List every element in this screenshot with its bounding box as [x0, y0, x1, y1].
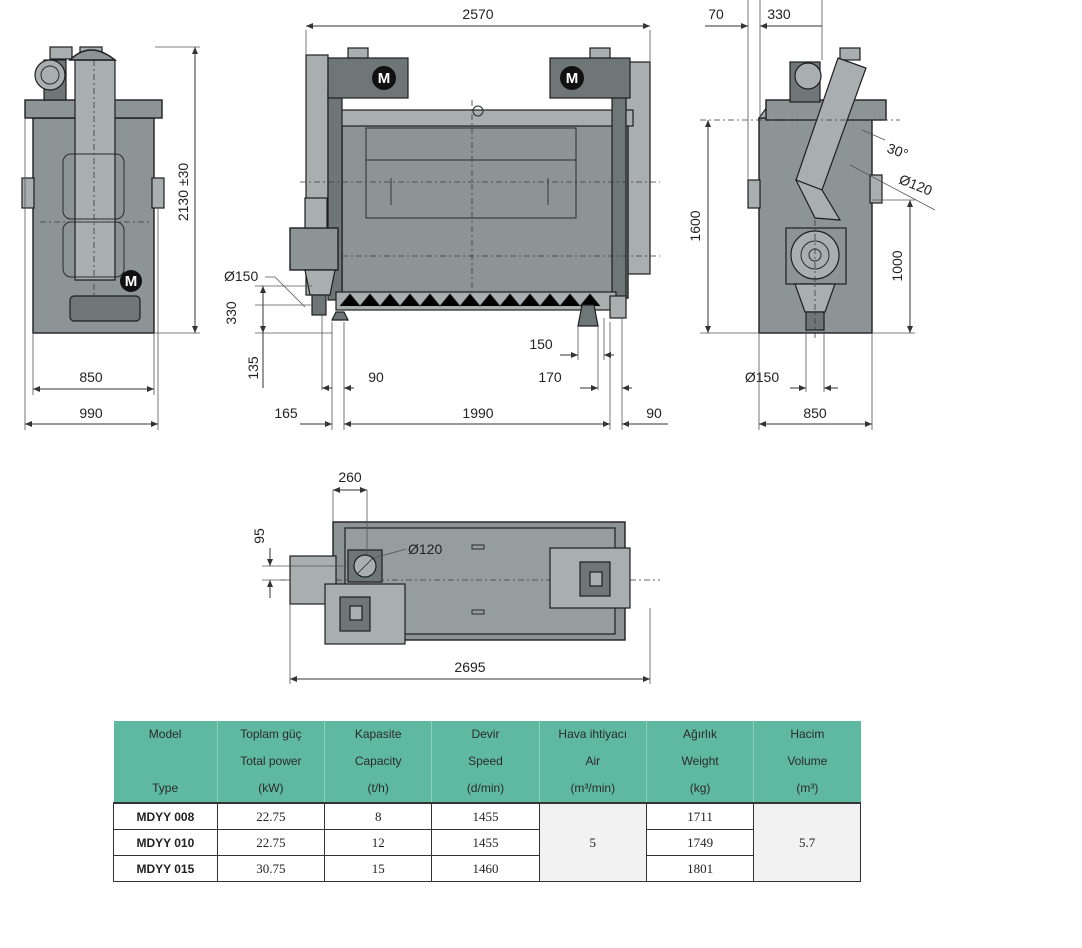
- cell-speed: 1455: [431, 829, 540, 856]
- cell-model: MDYY 010: [113, 829, 218, 856]
- table-row: MDYY 010 22.75 12 1455 1749: [113, 829, 861, 856]
- side-motor-label-right: M: [566, 70, 579, 87]
- front-motor-label: M: [125, 273, 138, 290]
- top-view: 260 95 Ø120 2695: [251, 469, 660, 684]
- end-base-width-label: 850: [803, 405, 827, 421]
- side-main-length-label: 1990: [462, 405, 493, 421]
- top-overall-length-label: 2695: [454, 659, 485, 675]
- cell-volume-shared: 5.7: [753, 802, 861, 882]
- side-outlet-base-label: 135: [245, 356, 261, 380]
- technical-drawing: M 2130 ±30 850 990: [21, 0, 936, 684]
- header-capacity: Kapasite Capacity (t/h): [324, 721, 433, 803]
- side-right-offset-label: 90: [646, 405, 662, 421]
- end-angle-label: 30°: [885, 140, 910, 162]
- side-view: M M 2570 Ø150 330 135: [223, 6, 668, 430]
- cell-model: MDYY 015: [113, 855, 218, 882]
- header-model: Model Type: [113, 721, 218, 803]
- table-row: MDYY 008 22.75 8 1455 5 1711 5.7: [113, 802, 861, 882]
- end-dim-70-label: 70: [708, 6, 724, 22]
- front-overall-width-label: 990: [79, 405, 103, 421]
- cell-weight: 1749: [645, 829, 755, 856]
- front-view: M 2130 ±30 850 990: [21, 46, 200, 430]
- end-view: 70 330 30° Ø120 1600 1000 Ø150 850: [687, 0, 936, 430]
- cell-speed: 1460: [431, 855, 540, 882]
- cell-capacity: 8: [324, 802, 433, 830]
- cell-air-shared: 5: [538, 802, 647, 882]
- header-weight: Ağırlık Weight (kg): [646, 721, 755, 803]
- header-power: Toplam güç Total power (kW): [217, 721, 326, 803]
- cell-model: MDYY 008: [113, 802, 218, 830]
- end-outlet-diameter-label: Ø150: [745, 369, 779, 385]
- cell-weight: 1801: [645, 855, 755, 882]
- header-volume: Hacim Volume (m³): [753, 721, 861, 803]
- end-dim-330-label: 330: [767, 6, 791, 22]
- end-inlet-diameter-label: Ø120: [897, 171, 935, 199]
- cell-capacity: 15: [324, 855, 433, 882]
- cell-weight: 1711: [645, 802, 755, 830]
- end-height-1000-label: 1000: [889, 250, 905, 281]
- top-dim-260-label: 260: [338, 469, 362, 485]
- side-left-offset-label: 165: [274, 405, 298, 421]
- end-height-1600-label: 1600: [687, 210, 703, 241]
- cell-speed: 1455: [431, 802, 540, 830]
- cell-capacity: 12: [324, 829, 433, 856]
- cell-power: 22.75: [216, 829, 326, 856]
- side-foot-right-2-label: 170: [538, 369, 562, 385]
- side-foot-offset-label: 90: [368, 369, 384, 385]
- front-height-label: 2130 ±30: [175, 163, 191, 222]
- header-air: Hava ihtiyacı Air (m³/min): [539, 721, 647, 803]
- top-dim-95-label: 95: [251, 528, 267, 544]
- cell-power: 22.75: [216, 802, 326, 830]
- spec-table: Model Type Toplam güç Total power (kW) K…: [113, 721, 861, 882]
- front-base-width-label: 850: [79, 369, 103, 385]
- cell-power: 30.75: [216, 855, 326, 882]
- side-outlet-height-label: 330: [223, 301, 239, 325]
- side-outlet-diameter-label: Ø150: [224, 268, 258, 284]
- side-overall-length-label: 2570: [462, 6, 493, 22]
- header-speed: Devir Speed (d/min): [431, 721, 540, 803]
- top-inlet-diameter-label: Ø120: [408, 541, 442, 557]
- side-motor-label-left: M: [378, 70, 391, 87]
- side-foot-right-1-label: 150: [529, 336, 553, 352]
- table-row: MDYY 015 30.75 15 1460 1801: [113, 855, 861, 882]
